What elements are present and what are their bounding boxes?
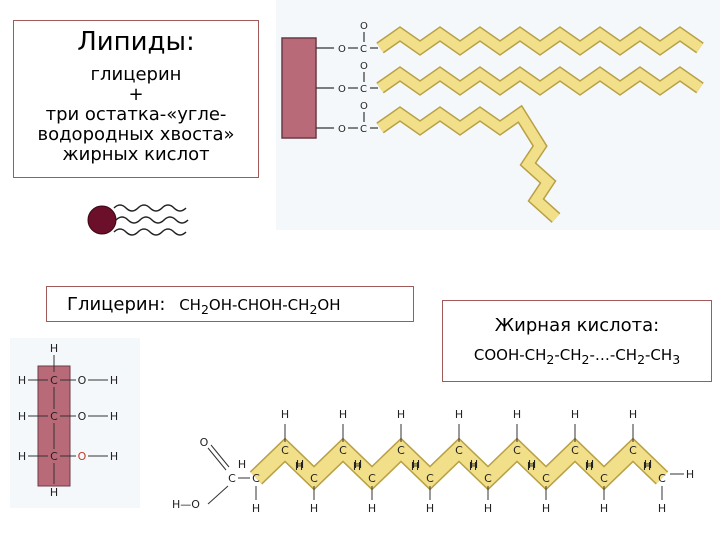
chain-h: H xyxy=(296,458,304,471)
glycerol-structure-figure: H C H O H C H O H C H O H H xyxy=(10,338,140,508)
chain-carbon: C xyxy=(310,472,318,485)
ester-o: O xyxy=(338,124,346,135)
chain-h: H xyxy=(542,502,550,515)
ester-o: O xyxy=(338,84,346,95)
atom-h: H xyxy=(110,374,118,387)
fatty-acid-label: Жирная кислота: xyxy=(494,315,660,336)
chain-carbon: C xyxy=(339,444,347,457)
chain-h: H xyxy=(470,458,478,471)
atom-c: C xyxy=(50,374,58,387)
chain-h: H xyxy=(411,460,419,473)
hydroxyl-ho: H—O xyxy=(172,498,200,511)
atom-h: H xyxy=(18,410,26,423)
chain-carbon: C xyxy=(600,472,608,485)
chain-h: H xyxy=(528,458,536,471)
ester-carbonyl-o: O xyxy=(360,61,368,72)
chain-h: H xyxy=(295,460,303,473)
chain-h: H xyxy=(585,460,593,473)
lipid-tail-1 xyxy=(113,204,187,212)
lipid-line-3: три остатка-«угле- xyxy=(45,104,227,125)
chain-h: H xyxy=(643,460,651,473)
chain-carbon: C xyxy=(513,444,521,457)
glycerin-label: Глицерин: xyxy=(67,294,166,315)
chain-h: H xyxy=(629,408,637,421)
atom-c: C xyxy=(50,410,58,423)
chain-h: H xyxy=(426,502,434,515)
chain-h: H xyxy=(644,458,652,471)
atom-h: H xyxy=(110,410,118,423)
lipid-line-4: водородных хвоста» xyxy=(37,124,235,145)
chain-h: H xyxy=(397,408,405,421)
chain-carbon: C xyxy=(484,472,492,485)
atom-h: H xyxy=(50,342,58,355)
ester-c: C xyxy=(360,124,367,135)
fatty-acid-formula-box: Жирная кислота: COOH-CH2-CH2-…-CH2-CH3 xyxy=(442,300,712,382)
chain-carbon: C xyxy=(368,472,376,485)
lipid-description: глицерин + три остатка-«угле- водородных… xyxy=(14,65,258,165)
atom-c: C xyxy=(50,450,58,463)
lipid-line-glycerin: глицерин xyxy=(90,64,182,85)
atom-h: H xyxy=(50,486,58,499)
ester-c: C xyxy=(360,44,367,55)
terminal-h: H xyxy=(686,468,694,481)
chain-h: H xyxy=(354,458,362,471)
glycerin-formula-box: Глицерин: CH2OH-CHOH-CH2OH xyxy=(46,286,414,322)
chain-h: H xyxy=(281,408,289,421)
chain-h: H xyxy=(513,408,521,421)
chain-h: H xyxy=(310,502,318,515)
atom-o: O xyxy=(78,374,87,387)
fatty-acid-atoms: OCH—OCHHCHHCHHCHHCHHCHHCHHCHHCHHCHHCHHCH… xyxy=(172,408,694,515)
chain-h: H xyxy=(252,502,260,515)
chain-carbon: C xyxy=(542,472,550,485)
chain-h: H xyxy=(339,408,347,421)
chain-carbon: C xyxy=(426,472,434,485)
ester-o: O xyxy=(338,44,346,55)
chain-h: H xyxy=(586,458,594,471)
chain-h: H xyxy=(527,460,535,473)
chain-h: H xyxy=(368,502,376,515)
ester-carbonyl-o: O xyxy=(360,101,368,112)
fatty-acid-chains xyxy=(376,26,704,223)
atom-h: H xyxy=(18,374,26,387)
chain-h: H xyxy=(600,502,608,515)
lipid-definition-box: Липиды: глицерин + три остатка-«угле- во… xyxy=(13,20,259,178)
ester-c: C xyxy=(360,84,367,95)
chain-carbon: C xyxy=(397,444,405,457)
carboxyl-c: C xyxy=(228,472,236,485)
fatty-acid-formula: COOH-CH2-CH2-…-CH2-CH3 xyxy=(473,346,681,367)
chain-h: H xyxy=(455,408,463,421)
glycerol-atoms: H C H O H C H O H C H O H H xyxy=(18,342,118,499)
lipid-title: Липиды: xyxy=(77,27,195,57)
carboxyl-o: O xyxy=(200,436,209,449)
chain-carbon: C xyxy=(658,472,666,485)
chain-carbon: C xyxy=(281,444,289,457)
chain-carbon: C xyxy=(455,444,463,457)
glycerol-backbone-block xyxy=(281,37,317,139)
atom-h: H xyxy=(110,450,118,463)
lipid-tail-3 xyxy=(113,228,187,236)
ester-carbonyl-o: O xyxy=(360,21,368,32)
chain-carbon: C xyxy=(252,472,260,485)
chain-h: H xyxy=(238,458,246,471)
chain-h: H xyxy=(412,458,420,471)
chain-h: H xyxy=(353,460,361,473)
atom-o: O xyxy=(78,450,87,463)
lipid-line-5: жирных кислот xyxy=(62,144,210,165)
chain-h: H xyxy=(571,408,579,421)
lipid-head-icon xyxy=(87,205,117,235)
chain-h: H xyxy=(658,502,666,515)
fatty-acid-structure-figure: OCH—OCHHCHHCHHCHHCHHCHHCHHCHHCHHCHHCHHCH… xyxy=(160,400,700,525)
lipid-line-plus: + xyxy=(128,84,144,105)
chain-h: H xyxy=(484,502,492,515)
atom-h: H xyxy=(18,450,26,463)
lipid-tail-2 xyxy=(115,216,189,224)
chain-h: H xyxy=(469,460,477,473)
lipid-symbol-figure xyxy=(87,204,189,236)
atom-o: O xyxy=(78,410,87,423)
chain-carbon: C xyxy=(629,444,637,457)
glycerin-formula: CH2OH-CHOH-CH2OH xyxy=(179,296,341,317)
chain-carbon: C xyxy=(571,444,579,457)
